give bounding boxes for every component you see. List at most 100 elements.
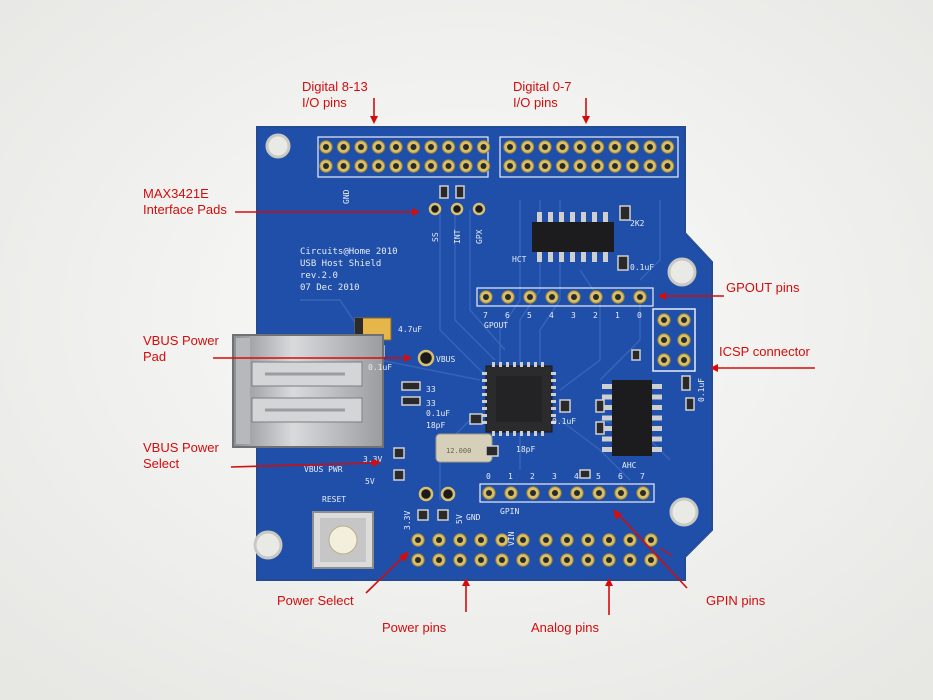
gpin-number: 1 [508,472,513,481]
gpin-number: 3 [552,472,557,481]
label-power-select: Power Select [277,593,354,608]
silk-0-1uf-e: 0.1uF [697,378,706,402]
digital-8-13-pin [424,140,438,154]
silk-int: INT [453,229,462,244]
silk-vbus: VBUS [436,355,455,364]
gpin-pin [482,486,496,500]
digital-0-7-pin [590,159,605,173]
gpin-number: 2 [530,472,535,481]
digital-8-13-pin [371,159,386,173]
gpout-pin [523,290,537,304]
analog-pin [581,553,595,567]
icsp-pin [677,353,691,367]
power-pin [516,533,530,547]
silk-18pf-b: 18pF [516,445,535,454]
icsp-pin [677,313,691,327]
silk-board-line-2: USB Host Shield [300,259,381,269]
gpin-number: 0 [486,472,491,481]
digital-0-7-pin [555,140,570,154]
gpin-number: 7 [640,472,645,481]
silk-board-line-4: 07 Dec 2010 [300,283,360,293]
silk-18pf-a: 18pF [426,421,445,430]
icsp-pin [677,333,691,347]
digital-8-13-pin [389,140,403,154]
analog-pin [644,533,658,547]
digital-8-13-pin [319,140,333,154]
icsp-pin [657,313,671,327]
max3421e-chip [482,362,556,436]
silk-board-line-3: rev.2.0 [300,271,338,281]
digital-0-7-pin [538,140,552,154]
silk-vbus-pwr: VBUS PWR [304,465,343,474]
silk-gpout: GPOUT [484,321,508,330]
digital-8-13-pin [319,159,333,173]
power-pin [453,553,467,567]
digital-0-7-pin [608,159,622,173]
analog-pin [539,553,553,567]
icsp-pin [657,333,671,347]
hct-chip [532,212,614,262]
label-gpout-pins: GPOUT pins [726,280,800,295]
digital-8-13-pin [441,140,456,154]
silk-ss: SS [431,232,440,242]
digital-0-7-pin [625,140,640,154]
silk-2k2: 2K2 [630,219,645,228]
label-analog-pins: Analog pins [531,620,599,635]
digital-0-7-pin [573,140,587,154]
digital-8-13-pin [476,140,491,154]
digital-0-7-pin [590,140,605,154]
power-pin [453,533,467,547]
digital-0-7-pin [503,140,517,154]
silk-0-1uf-c: 0.1uF [426,409,450,418]
digital-0-7-pin [555,159,570,173]
silk-gnd: GND [342,189,351,204]
gpout-pin [589,290,603,304]
gpout-number: 5 [527,311,532,320]
gpout-number: 2 [593,311,598,320]
silk-gnd-b: GND [466,513,481,522]
power-pin [495,533,509,547]
power-pin [411,533,425,547]
digital-0-7-pin [643,159,657,173]
silk-5v-a: 5V [365,477,375,486]
gpout-number: 7 [483,311,488,320]
gpout-number: 1 [615,311,620,320]
silk-gpx: GPX [475,229,484,244]
power-pin [516,553,530,567]
digital-0-7-pin [520,140,535,154]
ahc-chip [602,380,662,456]
silk-3-3v-b: 3.3V [403,511,412,530]
digital-0-7-pin [538,159,552,173]
icsp-pin [657,353,671,367]
gpin-pin [614,486,628,500]
gpout-number: 0 [637,311,642,320]
gpout-pin [567,290,581,304]
analog-pin [602,553,616,567]
gpin-pin [636,486,650,500]
analog-pin [560,533,574,547]
analog-pin [623,553,637,567]
gpout-pin [633,290,647,304]
digital-8-13-pin [424,159,438,173]
silk-vin: VIN [507,531,516,546]
digital-0-7-pin [608,140,622,154]
silk-0-1uf-a: 0.1uF [630,263,654,272]
label-icsp-connector: ICSP connector [719,344,810,359]
usb-connector [232,334,384,448]
crystal-text: 12.000 [446,447,471,455]
annotation-arrows [213,98,815,615]
gpout-number: 4 [549,311,554,320]
analog-pin [623,533,637,547]
digital-0-7-pin [503,159,517,173]
silk-33-b: 33 [426,399,436,408]
silk-ahc: AHC [622,461,637,470]
digital-8-13-pin [336,140,351,154]
analog-pin [602,533,616,547]
header-pins [317,136,691,567]
